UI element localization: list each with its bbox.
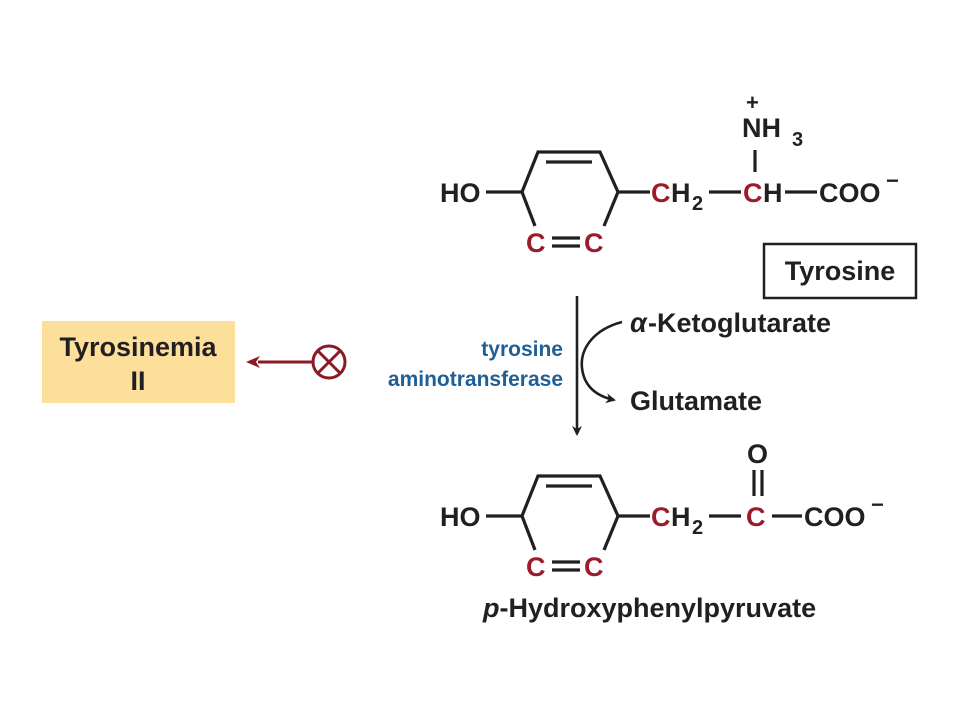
tyrosine-ch2-subscript: 2 [692, 193, 703, 215]
product-ch2-carbon: C [651, 502, 671, 532]
tyrosinemia-block: Tyrosinemia II [42, 321, 347, 403]
tyrosinemia-box [42, 321, 235, 403]
tyrosine-ring-right-bond [602, 191, 620, 227]
tyrosinemia-label-line1: Tyrosinemia [59, 332, 217, 362]
tyrosine-alpha-carbon: C [743, 178, 763, 208]
product-ring-top [520, 474, 620, 517]
blocked-circle-x-icon [311, 344, 347, 380]
tyrosine-alpha-hydrogen: H [763, 178, 783, 208]
tyrosine-ring-top [520, 150, 620, 193]
product-carbonyl-oxygen: O [747, 439, 768, 469]
tyrosine-ring-carbon-1: C [526, 228, 546, 258]
tyrosine-ch2-hydrogen: H [671, 178, 691, 208]
product-name-rest: -Hydroxyphenylpyruvate [500, 593, 817, 623]
glutamate-label: Glutamate [630, 386, 762, 416]
alpha-symbol: α [630, 308, 648, 338]
tyrosinemia-label-line2: II [130, 366, 145, 396]
product-ch2-hydrogen: H [671, 502, 691, 532]
tyrosine-ch2-carbon: C [651, 178, 671, 208]
tyrosine-structure: HO C C C H 2 C H COO − NH 3 + [440, 90, 899, 258]
enzyme-name-line1: tyrosine [481, 338, 563, 361]
tyrosine-amino-group: NH [742, 113, 781, 143]
tyrosine-carboxylate-charge: − [886, 168, 899, 193]
cosubstrate-curved-arrow [580, 320, 623, 404]
tyrosine-ring-carbon-2: C [584, 228, 604, 258]
product-name: p-Hydroxyphenylpyruvate [482, 593, 816, 623]
tyrosine-amino-subscript: 3 [792, 129, 803, 151]
product-ch2-subscript: 2 [692, 517, 703, 539]
tyrosine-ho-group: HO [440, 178, 481, 208]
product-ring-left-bond [520, 515, 537, 551]
product-ring-right-bond [602, 515, 620, 551]
alpha-ketoglutarate-label: -Ketoglutarate [648, 308, 831, 338]
product-structure: HO C C C H 2 C COO − O p-Hydroxyphenylpy… [440, 439, 884, 623]
tyrosine-label-box: Tyrosine [762, 242, 918, 300]
product-ring-carbon-2: C [584, 552, 604, 582]
product-name-prefix: p [482, 593, 500, 623]
tyrosine-label: Tyrosine [785, 256, 896, 286]
product-carboxylate: COO [804, 502, 866, 532]
product-keto-carbon: C [746, 502, 766, 532]
product-ring-carbon-1: C [526, 552, 546, 582]
tyrosine-ring-left-bond [520, 191, 537, 227]
tyrosine-amino-charge: + [746, 90, 759, 115]
product-ho-group: HO [440, 502, 481, 532]
enzyme-name-line2: aminotransferase [388, 368, 563, 391]
product-carboxylate-charge: − [871, 492, 884, 517]
tyrosine-carboxylate: COO [819, 178, 881, 208]
reaction-step: tyrosine aminotransferase α -Ketoglutara… [388, 296, 831, 436]
